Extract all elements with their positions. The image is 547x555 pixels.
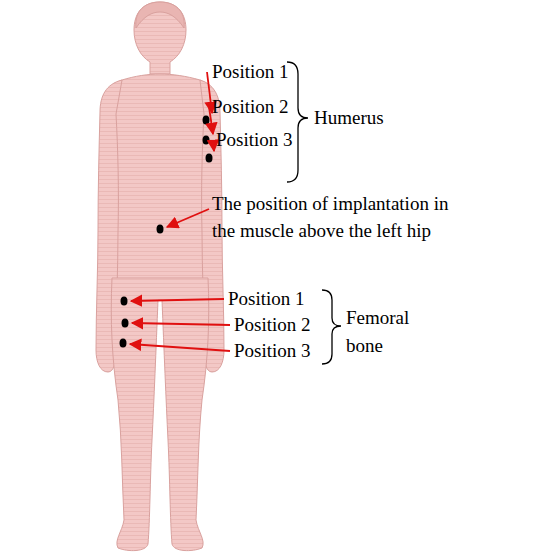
position-label: Position 2 [234, 313, 311, 337]
bone-label: Femoral bone [346, 304, 426, 360]
implant-dots [120, 116, 213, 348]
position-label: Position 1 [228, 287, 305, 311]
human-body [96, 2, 224, 551]
bone-label: Humerus [314, 106, 384, 130]
position-label: Position 3 [234, 339, 311, 363]
position-label: Position 2 [212, 95, 289, 119]
position-label: Position 1 [212, 60, 289, 84]
position-label: Position 3 [216, 128, 293, 152]
implant-site-label: The position of implantation in the musc… [212, 190, 474, 244]
